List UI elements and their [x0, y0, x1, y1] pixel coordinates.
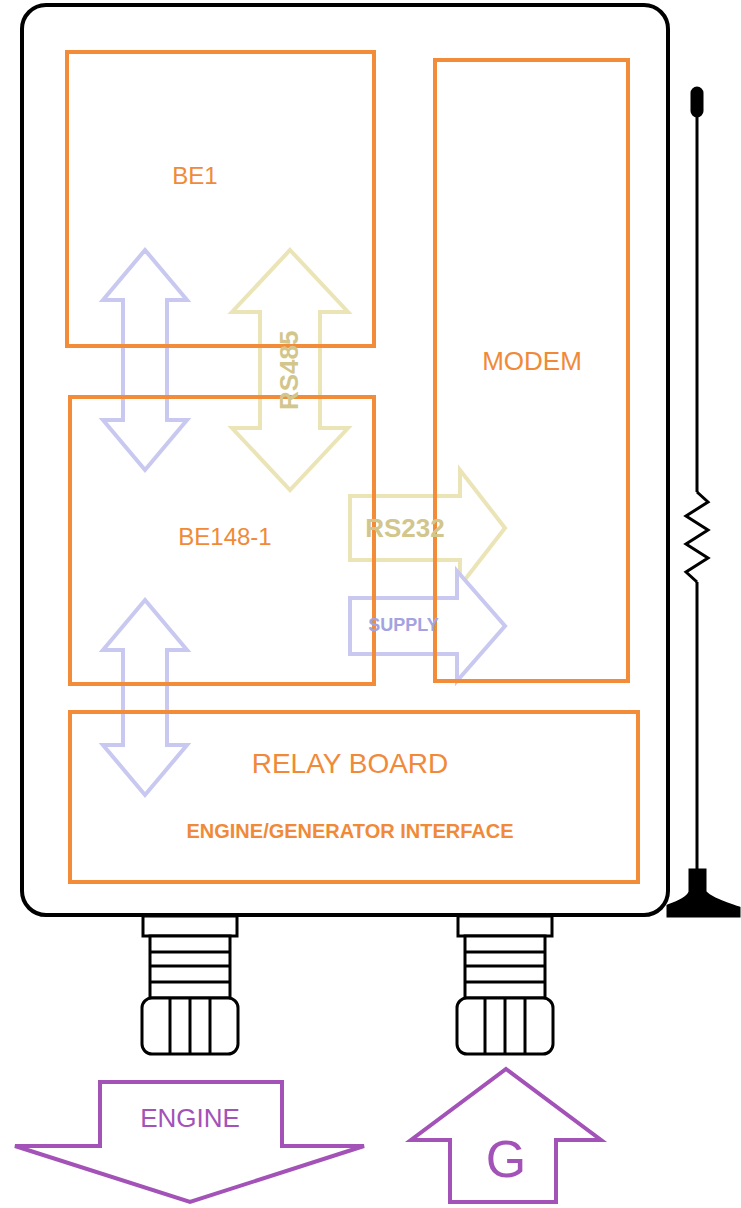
module-name: BE148-1	[178, 523, 271, 551]
cable-gland	[457, 916, 553, 1054]
antenna-rod	[696, 110, 699, 492]
block-arrow: ENGINE	[12, 1080, 367, 1204]
module-box: MODEM	[433, 58, 630, 683]
antenna-rod	[696, 582, 699, 872]
signal-name: RS485	[276, 330, 305, 410]
module-box: BE1	[65, 50, 376, 348]
module-name: RELAY BOARD	[252, 748, 449, 780]
arrow-outline	[12, 1080, 367, 1204]
gland-body	[150, 936, 230, 998]
module-box: RELAY BOARD ENGINE/GENERATOR INTERFACE	[68, 710, 640, 884]
power-link-arrow	[103, 250, 187, 470]
arrow-label: G	[486, 1130, 526, 1190]
block-arrow: G	[408, 1066, 604, 1204]
power-link-arrow	[103, 600, 187, 795]
module-box: BE148-1	[68, 395, 376, 686]
signal-name: SUPPLY	[368, 616, 438, 636]
housing	[22, 5, 668, 915]
antenna	[668, 88, 739, 916]
module-name: MODEM	[482, 347, 582, 377]
gland-body	[465, 936, 545, 998]
arrow-label: ENGINE	[140, 1104, 240, 1134]
serial-link-arrow	[232, 250, 348, 490]
antenna-base	[668, 870, 739, 916]
gland-cap	[143, 916, 237, 936]
gland-nut	[457, 998, 553, 1054]
gland-cap	[458, 916, 552, 936]
antenna-coil	[686, 492, 708, 582]
gland-nut	[142, 998, 238, 1054]
arrow-shape	[15, 1082, 364, 1202]
antenna-tip	[692, 88, 702, 116]
cable-gland	[142, 916, 238, 1054]
module-name: BE1	[172, 162, 217, 190]
signal-name: RS232	[365, 514, 445, 543]
module-subtitle: ENGINE/GENERATOR INTERFACE	[186, 820, 513, 843]
arrow-shape	[411, 1069, 601, 1202]
